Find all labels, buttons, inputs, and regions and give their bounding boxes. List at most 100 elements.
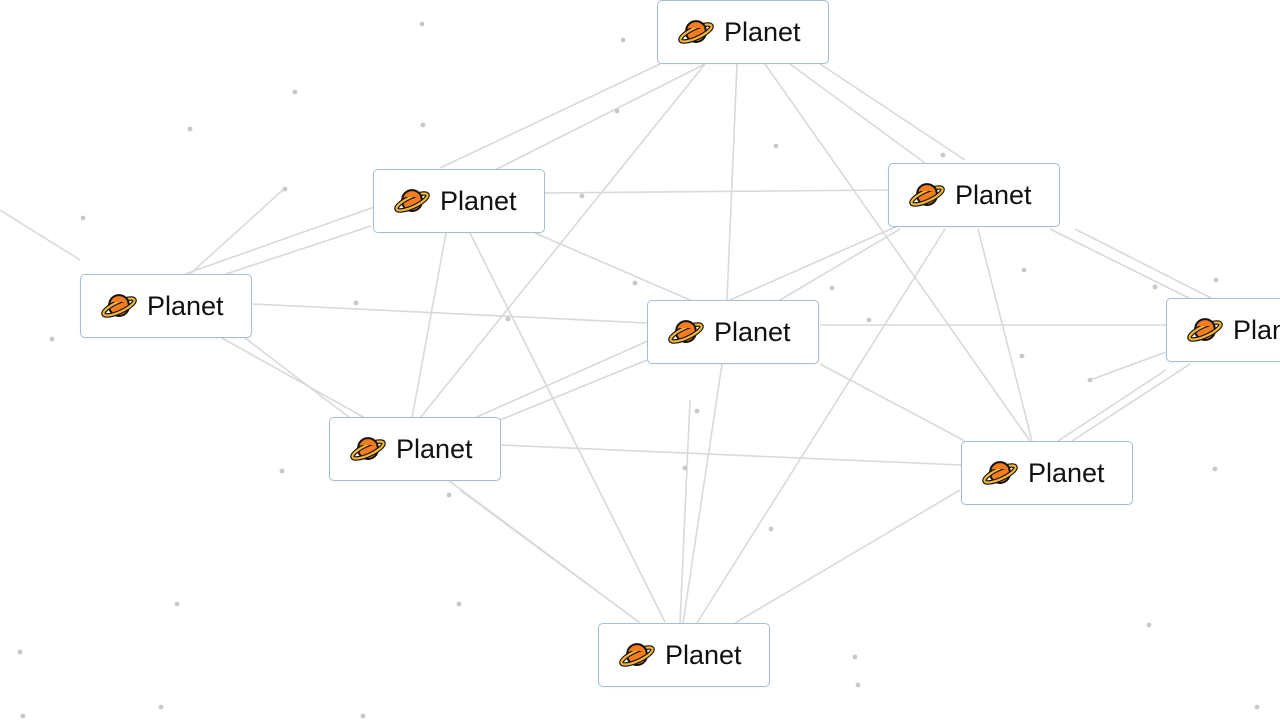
connection-line xyxy=(494,63,706,171)
star-dot xyxy=(829,285,835,291)
star-dot xyxy=(17,649,23,655)
connection-line xyxy=(534,232,691,301)
connection-line xyxy=(499,359,648,421)
connection-line xyxy=(779,228,901,301)
connection-line xyxy=(679,399,691,624)
star-dot xyxy=(1213,277,1219,283)
connection-line xyxy=(696,228,946,624)
star-dot xyxy=(1146,622,1152,628)
planet-item[interactable]: Planet xyxy=(1166,298,1280,362)
ringed-planet-icon xyxy=(1187,315,1223,345)
star-dot xyxy=(773,143,779,149)
connection-line xyxy=(726,63,738,301)
connection-line xyxy=(544,189,891,194)
star-dot xyxy=(279,468,285,474)
connection-line xyxy=(469,232,666,623)
connection-line xyxy=(1074,228,1216,301)
connection-line xyxy=(1071,363,1191,442)
star-dot xyxy=(420,122,426,128)
star-dot xyxy=(456,601,462,607)
star-dot xyxy=(292,89,298,95)
connection-line xyxy=(819,63,966,161)
connection-line xyxy=(439,63,661,169)
item-label: Planet xyxy=(1233,314,1280,345)
star-dot xyxy=(20,713,26,719)
connection-line xyxy=(729,224,901,301)
connection-line xyxy=(184,204,381,275)
connection-line xyxy=(734,489,961,624)
connection-line xyxy=(499,444,962,466)
connection-line xyxy=(0,209,81,261)
star-dot xyxy=(940,152,946,158)
item-label: Planet xyxy=(396,433,473,464)
item-label: Planet xyxy=(147,290,224,321)
item-label: Planet xyxy=(714,316,791,347)
star-dot xyxy=(768,526,774,532)
connection-line xyxy=(977,228,1033,442)
ringed-planet-icon xyxy=(909,180,945,210)
ringed-planet-icon xyxy=(101,291,137,321)
planet-item[interactable]: Planet xyxy=(657,0,829,64)
connection-line xyxy=(469,339,651,421)
star-dot xyxy=(1019,353,1025,359)
star-dot xyxy=(353,300,359,306)
star-dot xyxy=(1212,466,1218,472)
star-dot xyxy=(1021,267,1027,273)
planet-item[interactable]: Planet xyxy=(329,417,501,481)
item-label: Planet xyxy=(665,639,742,670)
connection-line xyxy=(682,363,723,624)
star-dot xyxy=(579,193,585,199)
star-dot xyxy=(282,186,288,192)
item-label: Planet xyxy=(724,16,801,47)
star-dot xyxy=(174,601,180,607)
planet-item[interactable]: Planet xyxy=(647,300,819,364)
connection-line xyxy=(789,63,926,164)
item-label: Planet xyxy=(955,179,1032,210)
star-dot xyxy=(1152,284,1158,290)
ringed-planet-icon xyxy=(982,458,1018,488)
star-dot xyxy=(866,317,872,323)
planet-item[interactable]: Planet xyxy=(598,623,770,687)
connection-line xyxy=(1089,351,1167,381)
connection-line xyxy=(764,63,1031,442)
item-label: Planet xyxy=(440,185,517,216)
star-dot xyxy=(187,126,193,132)
star-dot xyxy=(1254,704,1260,710)
star-dot xyxy=(852,654,858,660)
connection-line xyxy=(244,337,351,419)
connection-line xyxy=(221,337,366,419)
connection-line xyxy=(1057,369,1167,442)
ringed-planet-icon xyxy=(678,17,714,47)
planet-item[interactable]: Planet xyxy=(373,169,545,233)
star-dot xyxy=(360,713,366,719)
connection-line xyxy=(252,303,648,324)
star-dot xyxy=(80,215,86,221)
item-label: Planet xyxy=(1028,457,1105,488)
ringed-planet-icon xyxy=(394,186,430,216)
connection-line xyxy=(411,232,447,419)
connection-line xyxy=(225,225,372,275)
star-dot xyxy=(505,316,511,322)
star-dot xyxy=(620,37,626,43)
connection-line xyxy=(419,63,706,419)
star-dot xyxy=(694,408,700,414)
star-dot xyxy=(158,704,164,710)
star-dot xyxy=(1087,377,1093,383)
ringed-planet-icon xyxy=(350,434,386,464)
star-dot xyxy=(632,280,638,286)
connection-line xyxy=(1049,228,1194,301)
star-dot xyxy=(855,682,861,688)
connection-line xyxy=(459,489,641,624)
star-dot xyxy=(614,108,620,114)
planet-item[interactable]: Planet xyxy=(888,163,1060,227)
connection-line xyxy=(819,363,966,442)
star-dot xyxy=(682,465,688,471)
star-dot xyxy=(419,21,425,27)
star-dot xyxy=(446,492,452,498)
planet-item[interactable]: Planet xyxy=(80,274,252,338)
planet-item[interactable]: Planet xyxy=(961,441,1133,505)
connection-line xyxy=(189,187,286,275)
ringed-planet-icon xyxy=(619,640,655,670)
